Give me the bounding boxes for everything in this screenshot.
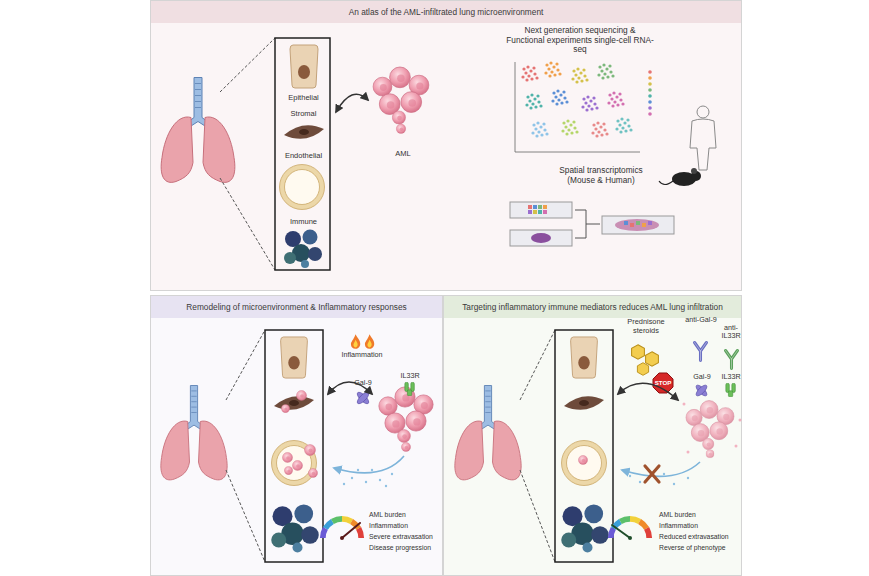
annotation-label: Gal-9 <box>348 379 378 387</box>
annotation-label: Prednisone steroids <box>619 318 673 335</box>
annotation-label: STOP <box>651 379 675 386</box>
annotation-label: Reverse of phenotype <box>659 544 743 552</box>
annotation-label: Severe extravasation <box>369 533 449 541</box>
annotation-label: IL33R <box>395 372 425 380</box>
annotation-label: Inflammation <box>369 522 449 530</box>
annotation-label: AML burden <box>369 511 449 519</box>
annotation-label: IL33R <box>717 373 745 381</box>
annotation-label: Gal-9 <box>688 373 716 381</box>
annotation-label: Inflammation <box>332 351 392 359</box>
annotation-label: Spatial transcriptomics (Mouse & Human) <box>555 166 647 185</box>
cell-label: AML <box>359 149 447 159</box>
cell-label: Epithelial <box>269 93 338 103</box>
annotation-label: anti-IL33R <box>716 324 746 341</box>
annotation-label: Disease progression <box>369 544 449 552</box>
immune-cell: Immune <box>277 217 330 269</box>
annotation-label: Next generation sequencing & Functional … <box>505 26 655 55</box>
panel-header: An atlas of the AML-infiltrated lung mic… <box>151 1 741 23</box>
annotation-label: Reduced extravasation <box>659 533 743 541</box>
cell-label: Immune <box>269 217 338 227</box>
aml-cluster: AML <box>367 61 439 159</box>
panel-header: Remodeling of microenvironment & Inflamm… <box>151 296 442 318</box>
endothelial-cell: Endothelial <box>277 151 330 215</box>
annotation-label: Inflammation <box>659 522 743 530</box>
stromal-cell: Stromal <box>277 109 330 145</box>
epithelial-cell: Epithelial <box>277 41 330 103</box>
cell-label: Endothelial <box>269 151 338 161</box>
panel-header: Targeting inflammatory immune mediators … <box>444 296 741 318</box>
cell-label: Stromal <box>269 109 338 119</box>
annotation-label: AML burden <box>659 511 743 519</box>
annotation-label: anti-Gal-9 <box>685 316 717 324</box>
